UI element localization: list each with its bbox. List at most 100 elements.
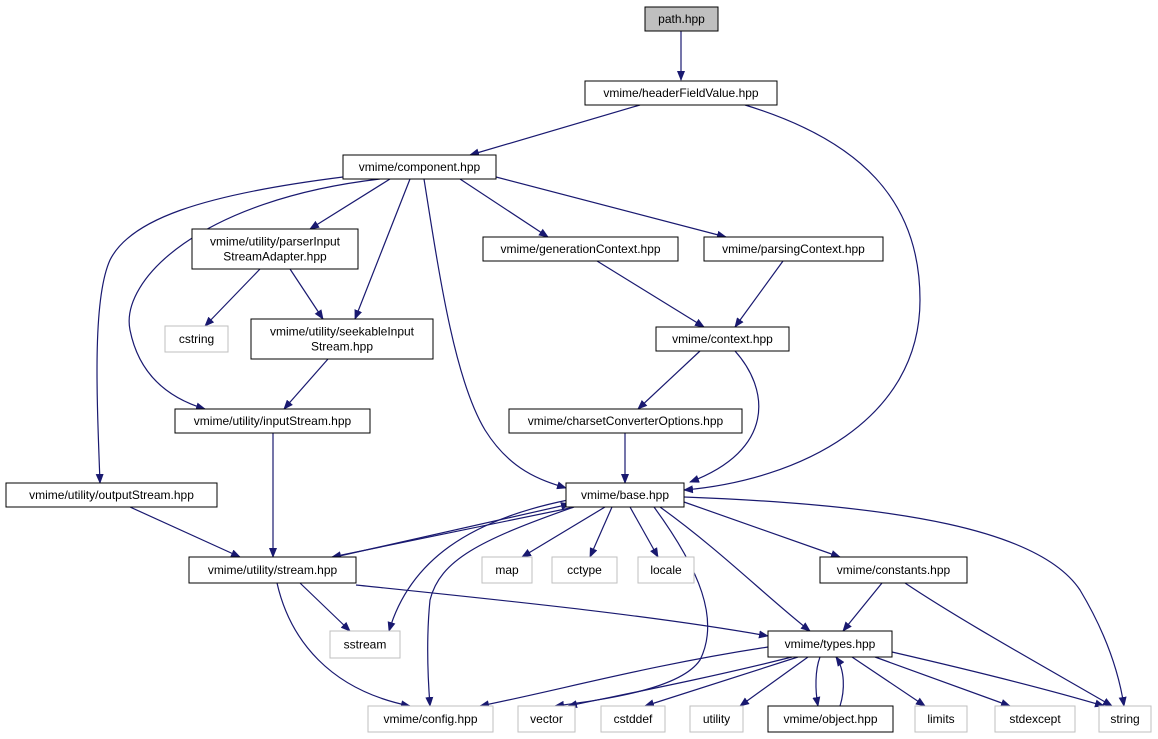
node-box-charsetConverterOptions	[508, 408, 743, 434]
node-headerFieldValue[interactable]: vmime/headerFieldValue.hpp	[584, 80, 778, 106]
node-label-outputStream: vmime/utility/outputStream.hpp	[29, 488, 194, 502]
node-box-constants	[819, 556, 968, 584]
node-box-string	[1098, 705, 1152, 733]
edge-component-to-parsingContext	[495, 176, 727, 239]
edge-stream-to-config	[276, 582, 411, 709]
node-label-stream: vmime/utility/stream.hpp	[208, 563, 338, 577]
edge-constants-to-types	[842, 582, 883, 632]
node-label-path: path.hpp	[658, 12, 705, 26]
edge-component-to-seekableInputStream	[354, 178, 411, 320]
node-map: map	[481, 556, 533, 584]
node-label-cstddef: cstddef	[614, 712, 653, 726]
node-box-types	[767, 630, 893, 658]
edge-types-to-utility	[739, 656, 809, 707]
node-box-parsingContext	[703, 236, 884, 262]
edge-types-to-object	[812, 656, 821, 707]
node-label-inputStream: vmime/utility/inputStream.hpp	[194, 414, 352, 428]
edge-base-to-map	[521, 506, 606, 558]
node-label-parsingContext: vmime/parsingContext.hpp	[722, 242, 865, 256]
node-outputStream[interactable]: vmime/utility/outputStream.hpp	[5, 482, 218, 508]
edge-component-to-outputStream	[95, 176, 344, 484]
node-inputStream[interactable]: vmime/utility/inputStream.hpp	[174, 408, 371, 434]
node-label-component: vmime/component.hpp	[359, 160, 481, 174]
node-utility: utility	[689, 705, 744, 733]
node-base[interactable]: vmime/base.hpp	[565, 482, 685, 508]
node-stream[interactable]: vmime/utility/stream.hpp	[188, 556, 357, 584]
edge-component-to-parserInputStreamAdapter	[309, 178, 391, 230]
node-path[interactable]: path.hpp	[644, 6, 719, 32]
edge-types-to-stdexcept	[874, 656, 1011, 707]
edge-types-to-vector	[567, 656, 793, 709]
node-label-charsetConverterOptions: vmime/charsetConverterOptions.hpp	[528, 414, 724, 428]
node-label-seekableInputStream-1: vmime/utility/seekableInput	[270, 325, 415, 339]
node-box-seekableInputStream	[250, 318, 434, 360]
node-box-context	[655, 326, 790, 352]
edge-base-to-sstream	[387, 499, 569, 632]
edge-generationContext-to-context	[596, 260, 705, 328]
node-locale: locale	[637, 556, 695, 584]
edge-base-to-stream	[331, 507, 571, 560]
edge-context-to-base	[689, 350, 760, 483]
node-parsingContext[interactable]: vmime/parsingContext.hpp	[703, 236, 884, 262]
edge-base-to-config	[425, 506, 575, 707]
node-label-limits: limits	[927, 712, 954, 726]
edge-outputStream-to-stream	[129, 506, 241, 558]
node-label-sstream: sstream	[344, 638, 387, 652]
node-label-generationContext: vmime/generationContext.hpp	[500, 242, 660, 256]
edge-constants-to-string	[904, 582, 1113, 707]
node-box-utility	[689, 705, 744, 733]
node-limits: limits	[914, 705, 968, 733]
node-label-map: map	[495, 563, 519, 577]
node-label-context: vmime/context.hpp	[672, 332, 773, 346]
edge-base-to-cctype	[589, 506, 613, 558]
node-box-component	[342, 154, 497, 180]
node-box-cctype	[551, 556, 618, 584]
node-label-cstring: cstring	[179, 332, 214, 346]
node-box-object	[767, 705, 894, 733]
edge-base-to-constants	[683, 501, 841, 558]
edge-component-to-inputStream	[128, 178, 381, 411]
node-label-seekableInputStream-2: Stream.hpp	[311, 340, 373, 354]
node-box-vector	[517, 705, 576, 733]
node-box-config	[367, 705, 494, 733]
node-types[interactable]: vmime/types.hpp	[767, 630, 893, 658]
node-label-utility: utility	[703, 712, 730, 726]
edge-base-to-types	[659, 506, 811, 632]
node-label-headerFieldValue: vmime/headerFieldValue.hpp	[603, 86, 759, 100]
edge-base-to-locale	[629, 506, 659, 558]
node-constants[interactable]: vmime/constants.hpp	[819, 556, 968, 584]
node-box-base	[565, 482, 685, 508]
node-box-outputStream	[5, 482, 218, 508]
node-box-path	[644, 6, 719, 32]
edge-types-to-string	[891, 651, 1105, 708]
node-label-base: vmime/base.hpp	[581, 488, 669, 502]
edge-component-to-generationContext	[459, 178, 549, 238]
edge-parserInputStreamAdapter-to-cstring	[204, 268, 261, 327]
edge-component-to-base	[423, 178, 567, 490]
node-label-stdexcept: stdexcept	[1009, 712, 1061, 726]
node-box-limits	[914, 705, 968, 733]
edge-parsingContext-to-context	[734, 260, 784, 328]
edge-context-to-charsetConverterOptions	[637, 350, 701, 410]
edge-headerFieldValue-to-base	[683, 104, 921, 494]
node-parserInputStreamAdapter[interactable]: vmime/utility/parserInputStreamAdapter.h…	[191, 228, 359, 270]
edge-parserInputStreamAdapter-to-seekableInputStream	[289, 268, 324, 320]
node-generationContext[interactable]: vmime/generationContext.hpp	[482, 236, 679, 262]
edge-base-to-string	[683, 496, 1127, 707]
node-label-config: vmime/config.hpp	[383, 712, 477, 726]
node-box-cstring	[164, 325, 229, 353]
node-context[interactable]: vmime/context.hpp	[655, 326, 790, 352]
node-box-headerFieldValue	[584, 80, 778, 106]
edge-stream-to-types	[355, 584, 769, 639]
edge-stream-to-sstream	[299, 582, 351, 632]
node-charsetConverterOptions[interactable]: vmime/charsetConverterOptions.hpp	[508, 408, 743, 434]
node-component[interactable]: vmime/component.hpp	[342, 154, 497, 180]
node-label-parserInputStreamAdapter-1: vmime/utility/parserInput	[210, 235, 341, 249]
node-string: string	[1098, 705, 1152, 733]
node-object[interactable]: vmime/object.hpp	[767, 705, 894, 733]
edge-object-to-types	[835, 656, 845, 707]
node-layer: path.hpp vmime/headerFieldValue.hpp vmime/…	[5, 6, 1152, 733]
edge-types-to-config	[479, 646, 769, 709]
